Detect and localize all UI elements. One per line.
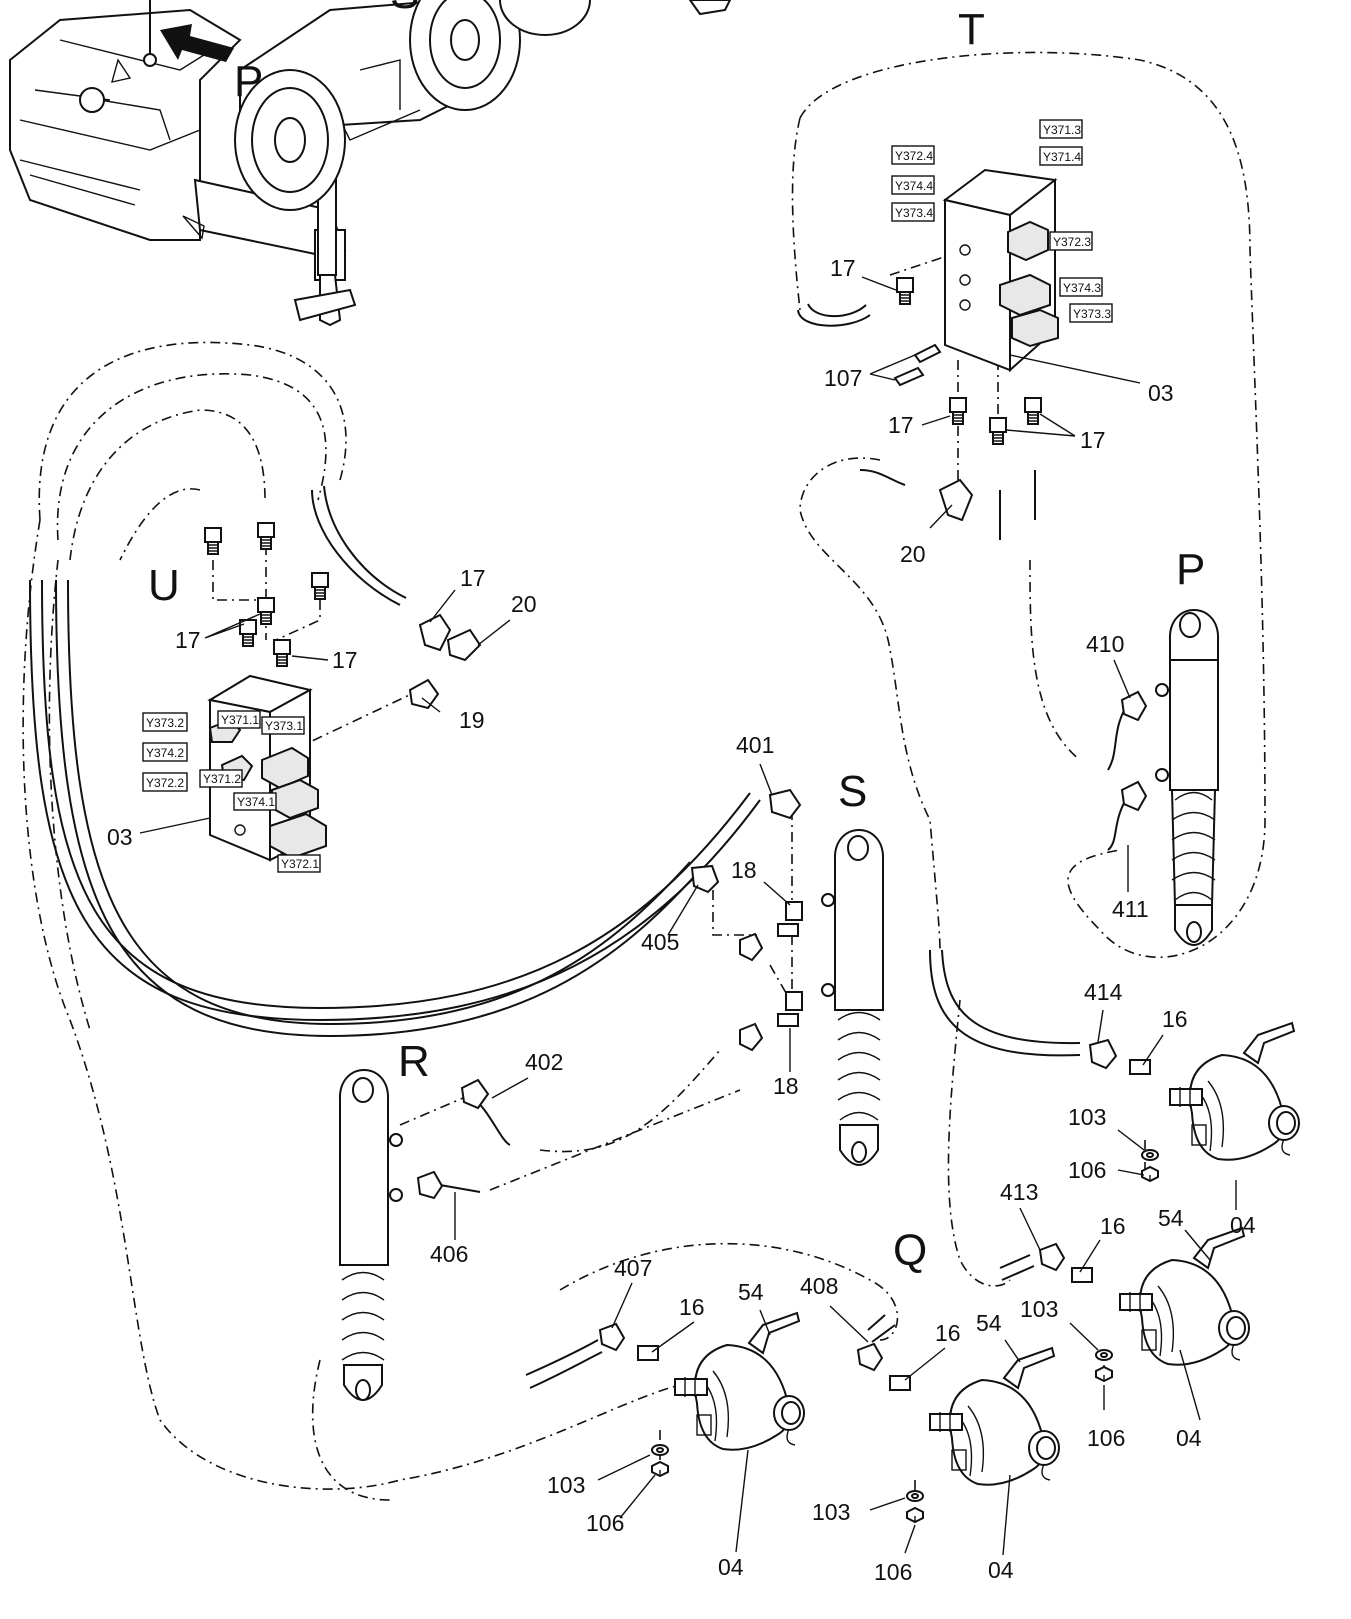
callout-20-t: 20 xyxy=(900,541,926,567)
callout-16c: 16 xyxy=(679,1294,705,1320)
callout-54c: 54 xyxy=(738,1279,764,1305)
section-letter-p-top: P xyxy=(234,57,263,106)
long-hoses xyxy=(29,303,1081,1057)
section-letter-t: T xyxy=(958,5,985,54)
tag-y374-1: Y374.1 xyxy=(237,795,275,809)
tag-y371-4: Y371.4 xyxy=(1043,150,1081,164)
callout-19: 19 xyxy=(459,707,485,733)
tag-y371-1: Y371.1 xyxy=(221,713,259,727)
tag-y371-3: Y371.3 xyxy=(1043,123,1081,137)
section-letters: S T P U P S R Q xyxy=(148,0,1205,1275)
section-letter-q: Q xyxy=(893,1226,927,1275)
section-letter-s: S xyxy=(838,767,867,816)
section-letter-u: U xyxy=(148,561,180,610)
callout-54b: 54 xyxy=(1158,1205,1184,1231)
tag-y373-2: Y373.2 xyxy=(146,716,184,730)
callout-106c: 106 xyxy=(586,1510,624,1536)
tag-y372-3: Y372.3 xyxy=(1053,235,1091,249)
callout-405: 405 xyxy=(641,929,679,955)
cylinder-r xyxy=(338,1069,511,1401)
callout-03-u: 03 xyxy=(107,824,133,850)
solenoid-tags-t: Y372.4 Y374.4 Y373.4 Y371.3 Y371.4 Y372.… xyxy=(891,119,1113,323)
tag-y372-4: Y372.4 xyxy=(895,149,933,163)
tag-y373-1: Y373.1 xyxy=(265,719,303,733)
section-letter-p-right: P xyxy=(1176,545,1205,594)
callout-16b: 16 xyxy=(1100,1213,1126,1239)
callout-17-t1: 17 xyxy=(830,255,856,281)
cylinder-p xyxy=(1107,609,1220,946)
tag-y372-1: Y372.1 xyxy=(281,857,319,871)
cylinder-s xyxy=(777,829,885,1166)
callout-106a: 106 xyxy=(1068,1157,1106,1183)
callout-402: 402 xyxy=(525,1049,563,1075)
callout-107: 107 xyxy=(824,365,862,391)
callout-406: 406 xyxy=(430,1241,468,1267)
callout-401: 401 xyxy=(736,732,774,758)
tag-y374-2: Y374.2 xyxy=(146,746,184,760)
callout-04c: 04 xyxy=(718,1554,744,1580)
callout-413: 413 xyxy=(1000,1179,1038,1205)
callout-16a: 16 xyxy=(1162,1006,1188,1032)
callout-18b: 18 xyxy=(773,1073,799,1099)
callout-407: 407 xyxy=(614,1255,652,1281)
callout-17-u1: 17 xyxy=(460,565,486,591)
callout-411: 411 xyxy=(1112,896,1149,922)
accumulator-3 xyxy=(674,1312,805,1451)
tag-y374-4: Y374.4 xyxy=(895,179,933,193)
callout-414: 414 xyxy=(1084,979,1123,1005)
accumulator-2 xyxy=(1119,1227,1250,1366)
accumulator-1 xyxy=(1169,1022,1300,1161)
callout-106b: 106 xyxy=(1087,1425,1125,1451)
section-letter-r: R xyxy=(398,1037,430,1086)
callout-103d: 103 xyxy=(812,1499,850,1525)
tag-y373-3: Y373.3 xyxy=(1073,307,1111,321)
callout-408: 408 xyxy=(800,1273,838,1299)
callout-103b: 103 xyxy=(1020,1296,1058,1322)
callout-18a: 18 xyxy=(731,857,757,883)
valve-block-t xyxy=(893,168,1059,522)
callout-20-u: 20 xyxy=(511,591,537,617)
callout-17-t3: 17 xyxy=(1080,427,1106,453)
callout-103c: 103 xyxy=(547,1472,585,1498)
leader-lines xyxy=(139,276,1237,1556)
accumulator-4 xyxy=(929,1347,1060,1486)
tag-y373-4: Y373.4 xyxy=(895,206,933,220)
callout-17-t2: 17 xyxy=(888,412,914,438)
callout-04b: 04 xyxy=(1176,1425,1202,1451)
callout-numbers: 17 107 03 17 17 20 17 20 17 17 19 03 401… xyxy=(107,255,1256,1585)
callout-106d: 106 xyxy=(874,1559,912,1585)
washer-nut-set xyxy=(651,1149,1159,1523)
callout-410: 410 xyxy=(1086,631,1124,657)
hydraulic-routing-lines xyxy=(22,51,1266,1501)
section-letter-partial: S xyxy=(390,0,419,18)
callout-103a: 103 xyxy=(1068,1104,1106,1130)
solenoid-tags-u: Y373.2 Y374.2 Y372.2 Y371.1 Y373.1 Y371.… xyxy=(142,710,321,873)
callout-54d: 54 xyxy=(976,1310,1002,1336)
callout-03-t: 03 xyxy=(1148,380,1174,406)
tag-y371-2: Y371.2 xyxy=(203,772,241,786)
callout-17-u2: 17 xyxy=(175,627,201,653)
callout-04d: 04 xyxy=(988,1557,1014,1583)
callout-04a: 04 xyxy=(1230,1212,1256,1238)
callout-17-u3: 17 xyxy=(332,647,358,673)
truck-illustration xyxy=(9,0,732,327)
tag-y374-3: Y374.3 xyxy=(1063,281,1101,295)
callout-16d: 16 xyxy=(935,1320,961,1346)
tag-y372-2: Y372.2 xyxy=(146,776,184,790)
